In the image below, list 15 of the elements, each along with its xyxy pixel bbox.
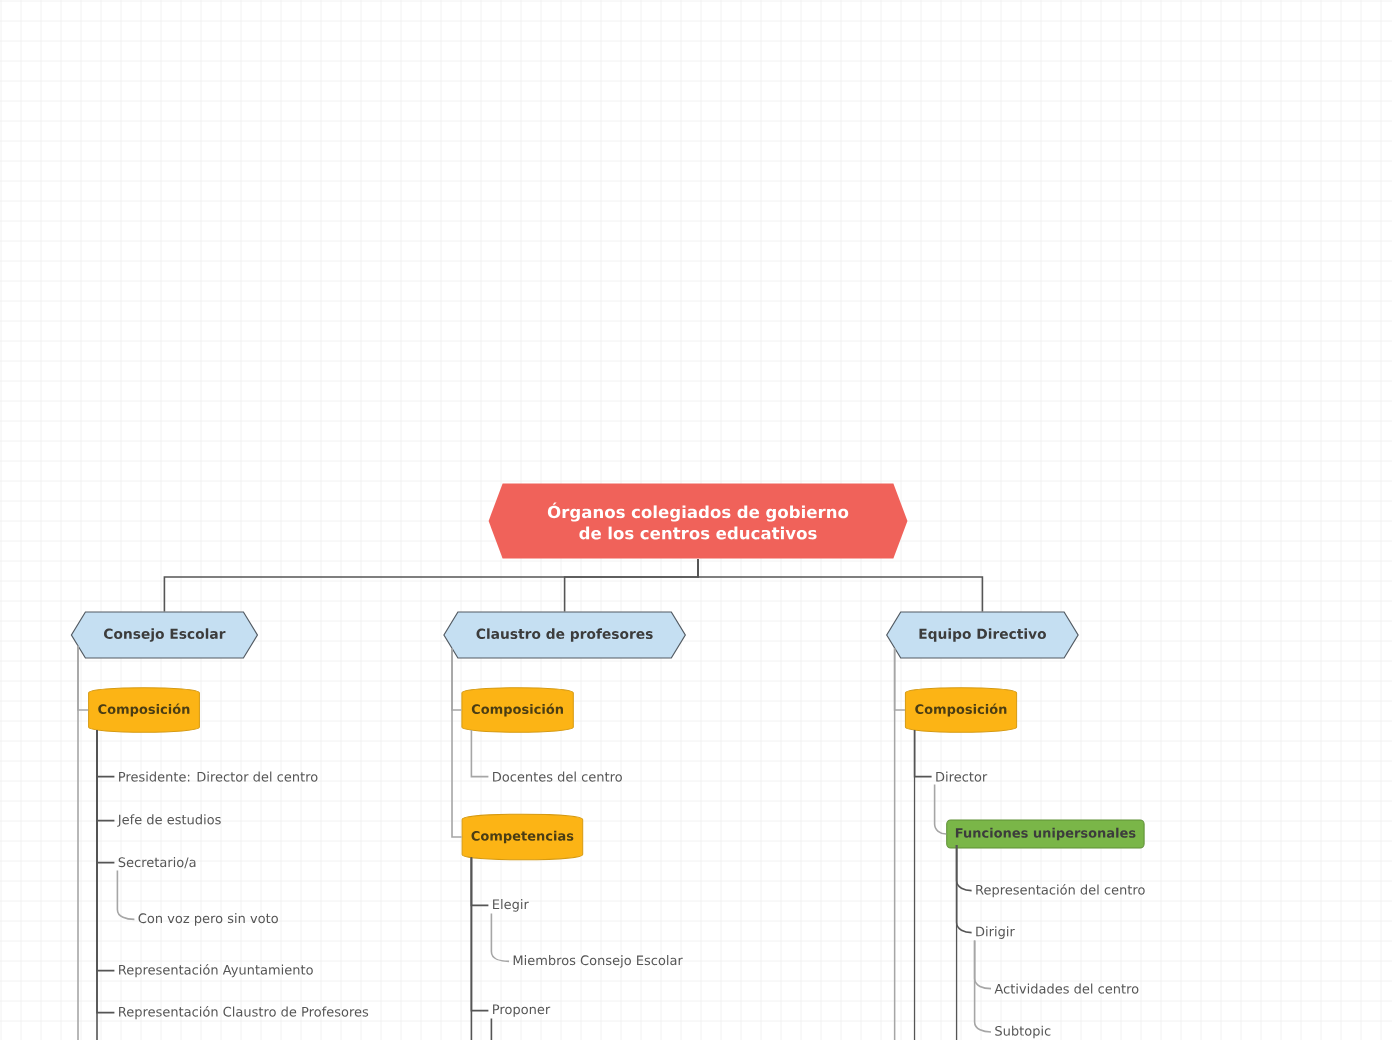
connector-line <box>933 783 947 835</box>
connector-line <box>490 1017 493 1040</box>
connector-line <box>451 647 463 838</box>
connector-line <box>116 869 136 921</box>
title-hexagon: Órganos colegiados de gobierno de los centros educativos <box>488 483 908 559</box>
connector-line <box>470 729 490 778</box>
connector-line <box>96 729 98 1040</box>
connector-line <box>490 912 510 963</box>
connector-line <box>697 558 984 613</box>
connector-line <box>973 939 992 1033</box>
connector-line <box>955 844 958 1040</box>
connector-line <box>470 856 473 1040</box>
connector-line <box>893 647 896 1040</box>
connector-line <box>913 729 916 1040</box>
connector-line <box>77 645 79 1040</box>
